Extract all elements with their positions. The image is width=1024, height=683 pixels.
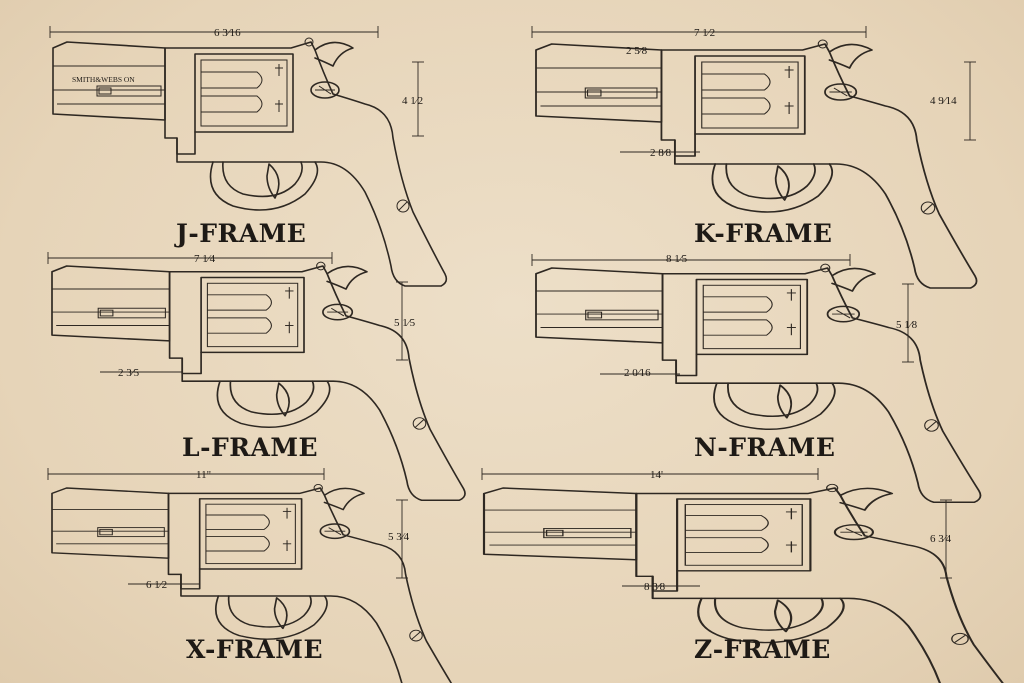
z-frame-length: 14': [650, 469, 663, 481]
z-frame-label: Z-FRAME: [694, 635, 831, 664]
z-frame-diagram: [481, 468, 1021, 683]
x-frame-label: X-FRAME: [186, 635, 323, 664]
n-frame-label: N-FRAME: [694, 433, 835, 462]
z-frame-height: 6 3⁄4: [930, 533, 952, 545]
x-frame-length: 11": [196, 469, 211, 481]
x-frame-height: 5 3⁄4: [388, 531, 410, 543]
k-frame-height: 4 9⁄14: [930, 95, 957, 107]
j-frame-height: 4 1⁄2: [402, 95, 423, 107]
n-frame-length: 8 1⁄5: [666, 253, 688, 265]
l-frame-barrel: 2 3⁄5: [118, 367, 140, 379]
brand-engraving: SMITH&WEBS ON: [72, 75, 135, 84]
j-frame-label: J-FRAME: [174, 219, 306, 248]
k-frame-barrel: 2 5⁄8: [626, 45, 648, 57]
j-frame-length: 6 3⁄16: [214, 27, 241, 39]
k-frame-diagram: [531, 26, 978, 289]
k-frame-length: 7 1⁄2: [694, 27, 715, 39]
k-frame-barrel-lower: 2 8⁄8: [650, 147, 672, 159]
l-frame-length: 7 1⁄4: [194, 253, 216, 265]
k-frame-label: K-FRAME: [694, 219, 832, 248]
l-frame-height: 5 1⁄5: [394, 317, 416, 329]
l-frame-label: L-FRAME: [182, 433, 318, 462]
n-frame-diagram: [531, 254, 982, 504]
x-frame-barrel: 6 1⁄2: [146, 579, 167, 591]
n-frame-height: 5 1⁄8: [896, 319, 918, 331]
l-frame-diagram: [47, 252, 466, 502]
x-frame-diagram: [47, 468, 462, 683]
j-frame-diagram: SMITH&WEBS ON: [49, 26, 448, 287]
z-frame-barrel: 8 3⁄8: [644, 581, 666, 593]
n-frame-barrel: 2 0⁄16: [624, 367, 651, 379]
